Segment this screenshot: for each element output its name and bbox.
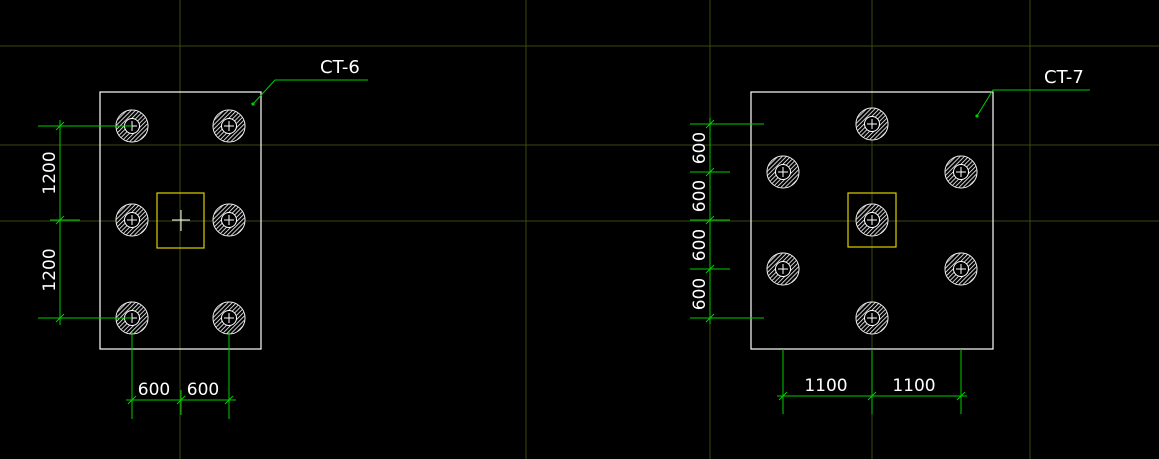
pile-hatch bbox=[767, 156, 799, 188]
pile[interactable] bbox=[212, 203, 246, 237]
pile-outer-ring bbox=[944, 252, 978, 286]
pile-hatch bbox=[856, 108, 888, 140]
pile[interactable] bbox=[855, 301, 889, 335]
pile-hatch bbox=[213, 204, 245, 236]
label-leader-line bbox=[252, 79, 368, 105]
pile[interactable] bbox=[855, 203, 889, 237]
vertical-dimension bbox=[38, 120, 132, 325]
leader-dot bbox=[975, 114, 979, 118]
column-outline bbox=[156, 192, 205, 249]
dimension-text: 600 bbox=[187, 380, 219, 400]
pile-cap-ct6[interactable]: CT-6 1200 1200 600 600 bbox=[38, 57, 368, 419]
horizontal-dimension bbox=[777, 349, 967, 414]
pile-outer-ring bbox=[855, 301, 889, 335]
pile[interactable] bbox=[944, 155, 978, 189]
pile-hatch bbox=[945, 253, 977, 285]
dimension-text: 600 bbox=[690, 278, 710, 310]
pile[interactable] bbox=[766, 155, 800, 189]
pile-outer-ring bbox=[855, 203, 889, 237]
pile[interactable] bbox=[212, 301, 246, 335]
pile-hatch bbox=[116, 204, 148, 236]
pile[interactable] bbox=[855, 107, 889, 141]
dimension-text: 1200 bbox=[40, 248, 60, 291]
cap-label: CT-7 bbox=[1044, 67, 1084, 88]
pile-hatch bbox=[213, 302, 245, 334]
dimension-text: 600 bbox=[138, 380, 170, 400]
pile-hatch bbox=[945, 156, 977, 188]
dimension-text: 1200 bbox=[40, 151, 60, 194]
pile[interactable] bbox=[944, 252, 978, 286]
dimension-text: 600 bbox=[690, 229, 710, 261]
pile-hatch bbox=[856, 204, 888, 236]
leader-dot bbox=[251, 102, 255, 106]
vertical-dimension bbox=[690, 118, 764, 324]
pile-cap-outline bbox=[99, 91, 262, 350]
column-center-cross bbox=[172, 210, 190, 231]
pile[interactable] bbox=[212, 109, 246, 143]
label-leader-line bbox=[976, 89, 1090, 117]
column-outline bbox=[847, 192, 897, 248]
pile-hatch bbox=[856, 302, 888, 334]
dimension-text: 1100 bbox=[804, 376, 847, 396]
cap-label: CT-6 bbox=[320, 57, 360, 78]
dimension-text: 1100 bbox=[892, 376, 935, 396]
dimension-text: 600 bbox=[690, 132, 710, 164]
pile-cap-ct7[interactable]: CT-7 600 600 600 600 1 bbox=[690, 67, 1090, 414]
pile-outer-ring bbox=[115, 203, 149, 237]
pile-outer-ring bbox=[212, 203, 246, 237]
pile-hatch bbox=[213, 110, 245, 142]
horizontal-dimension bbox=[126, 332, 236, 419]
pile-hatch bbox=[767, 253, 799, 285]
pile-outer-ring bbox=[766, 155, 800, 189]
pile[interactable] bbox=[115, 203, 149, 237]
pile-outer-ring bbox=[766, 252, 800, 286]
pile[interactable] bbox=[766, 252, 800, 286]
pile-outer-ring bbox=[212, 109, 246, 143]
pile-outer-ring bbox=[855, 107, 889, 141]
pile-outer-ring bbox=[944, 155, 978, 189]
dimension-text: 600 bbox=[690, 180, 710, 212]
